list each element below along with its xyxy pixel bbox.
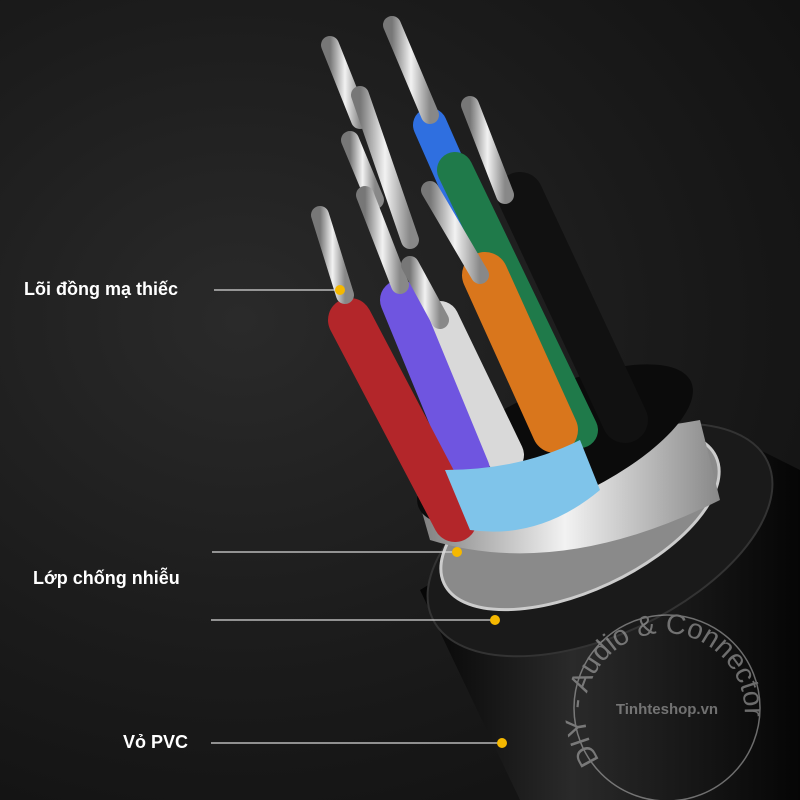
callout-lines [211, 289, 502, 744]
wire-black [497, 172, 648, 443]
watermark-center-text: Tinhteshop.vn [616, 701, 718, 718]
foil-wrap [445, 440, 600, 532]
wire-orange [462, 252, 578, 453]
wire-purple [380, 280, 490, 490]
label-pvc-jacket: Vỏ PVC [123, 732, 189, 752]
wire-red [328, 298, 477, 542]
tinned-copper-strands [311, 16, 514, 329]
label-shield-layer: Lớp chống nhiễu [33, 568, 180, 588]
wires [328, 108, 648, 542]
wire-white [421, 301, 524, 474]
callout-dots [335, 285, 507, 748]
label-tinned-copper-core: Lõi đồng mạ thiếc [24, 279, 179, 299]
